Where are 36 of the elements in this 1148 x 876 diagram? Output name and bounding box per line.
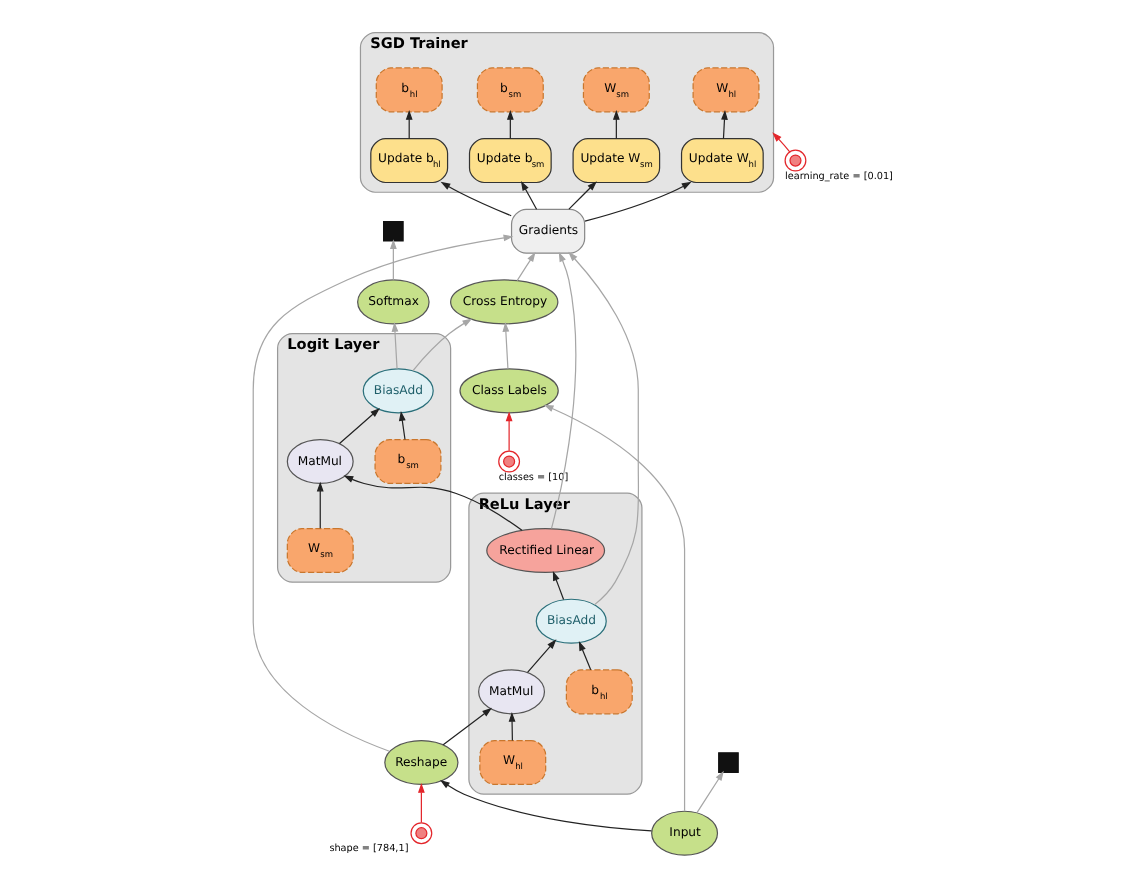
arrow: [440, 180, 512, 216]
arrow: [543, 403, 686, 811]
arrow: [502, 321, 510, 369]
arrow: [442, 706, 492, 745]
arrow: [550, 250, 577, 529]
arrow: [316, 480, 324, 528]
node-box: [718, 751, 739, 772]
arrow: [578, 639, 592, 670]
arrow: [338, 407, 381, 444]
node-circle: [784, 148, 807, 171]
arrow: [505, 410, 513, 451]
arrow: [506, 109, 514, 139]
arrow: [440, 778, 653, 831]
arrow: [568, 180, 597, 209]
arrow: [417, 782, 425, 823]
arrow: [772, 131, 791, 152]
arrow: [343, 474, 523, 530]
arrow: [721, 109, 728, 139]
arrow: [405, 109, 413, 139]
arrow: [612, 109, 620, 139]
arrow: [584, 180, 692, 221]
arrow: [252, 233, 514, 751]
arrow: [526, 638, 557, 672]
node-box: [383, 219, 404, 241]
arrow: [398, 409, 406, 440]
arrow: [389, 238, 397, 280]
node-circle: [410, 821, 433, 844]
arrow: [412, 317, 473, 371]
arrow: [552, 569, 565, 600]
arrow: [516, 251, 536, 281]
arrow: [568, 250, 640, 605]
arrow: [520, 179, 538, 209]
arrow: [391, 321, 399, 369]
arrow: [696, 769, 724, 813]
node-circle: [498, 449, 521, 472]
arrow: [508, 710, 516, 741]
